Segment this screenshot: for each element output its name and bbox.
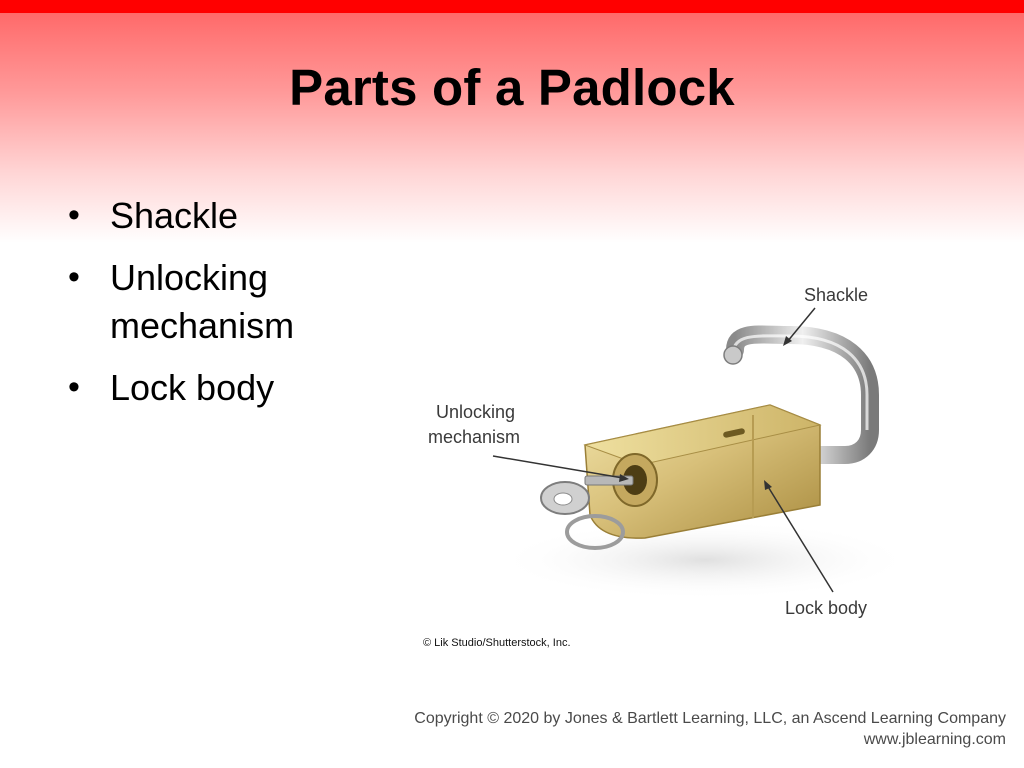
shackle-hole [723,428,745,438]
shackle-callout-line [786,307,816,343]
unlocking-callout-line [492,455,624,479]
top-accent-bar [0,0,1024,13]
unlocking-mechanism-label-line1: Unlocking [436,402,516,422]
keyhole [623,465,647,495]
shadow [495,520,915,600]
bullet-list: • Shackle • Unlocking mechanism • Lock b… [68,192,368,426]
padlock-figure: Shackle Unlocking mechanism Lock body [415,270,975,640]
image-credit: © Lik Studio/Shutterstock, Inc. [423,637,571,649]
shackle-label: Shackle [804,285,869,305]
unlocking-callout-arrow [619,474,629,482]
bullet-dot: • [68,258,80,296]
website-text: www.jblearning.com [863,731,1006,748]
copyright-footer: Copyright © 2020 by Jones & Bartlett Lea… [414,708,1006,750]
unlocking-mechanism-label-line2: mechanism [428,427,521,447]
shackle-highlight [731,334,869,430]
bullet-item: • Lock body [68,364,368,412]
header-gradient [0,13,1024,243]
key-ring [565,514,625,550]
key-hole [553,492,573,506]
slide-title: Parts of a Padlock [289,59,735,116]
bullet-item: • Unlocking mechanism [68,254,368,350]
shackle-end [723,345,743,365]
lock-body-callout-arrow [764,480,772,490]
bullet-dot: • [68,368,80,406]
lock-body-label: Lock body [785,598,868,618]
bullet-dot: • [68,196,80,234]
bullet-text: Unlocking mechanism [110,257,295,346]
padlock-illustration [492,307,915,600]
lock-body-callout-line [766,484,834,593]
copyright-text: Copyright © 2020 by Jones & Bartlett Lea… [414,710,1006,727]
shackle-callout-arrow [783,336,792,346]
bullet-item: • Shackle [68,192,368,240]
bullet-text: Shackle [110,195,239,236]
shackle-shape [726,325,879,464]
bullet-text: Lock body [110,367,275,408]
